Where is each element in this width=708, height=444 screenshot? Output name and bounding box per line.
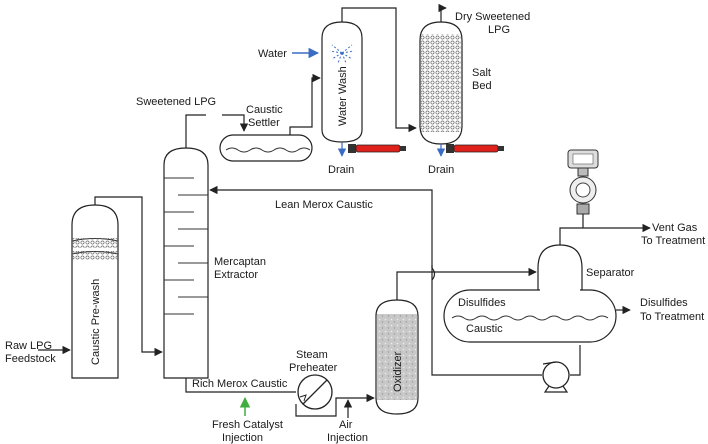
caustic-label: Caustic xyxy=(466,323,503,335)
oxidizer-vessel xyxy=(375,299,419,415)
raw-lpg-label-2: Feedstock xyxy=(5,353,56,365)
steam-preheater-label-2: Preheater xyxy=(289,362,338,374)
separator-label: Separator xyxy=(586,267,635,279)
disulfides-out-label-2: To Treatment xyxy=(640,311,704,323)
salt-bed-label-1: Salt xyxy=(472,67,491,79)
vent-gas-label-1: Vent Gas xyxy=(652,222,698,234)
dry-sweetened-lpg-label-2: LPG xyxy=(488,24,510,36)
air-injection-label-2: Injection xyxy=(327,432,368,444)
raw-lpg-label-1: Raw LPG xyxy=(5,340,52,352)
drain-label-1: Drain xyxy=(328,164,354,176)
spray-nozzle-icon xyxy=(329,44,355,64)
air-injection-label-1: Air xyxy=(339,419,353,431)
pump-icon xyxy=(542,361,570,393)
steam-preheater-label-1: Steam xyxy=(296,349,328,361)
water-label: Water xyxy=(258,48,287,60)
oxidizer-label: Oxidizer xyxy=(392,351,404,392)
fresh-catalyst-label-2: Injection xyxy=(222,432,263,444)
heat-exchanger-icon xyxy=(297,374,333,410)
mercaptan-extractor-column xyxy=(163,147,209,379)
piping xyxy=(38,3,651,418)
sweetened-lpg-label: Sweetened LPG xyxy=(136,96,216,108)
salt-bed-vessel xyxy=(419,21,463,145)
caustic-settler-label-1: Caustic xyxy=(246,104,283,116)
disulfides-out-label-1: Disulfides xyxy=(640,297,688,309)
caustic-prewash-label: Caustic Pre-wash xyxy=(90,279,102,365)
analyzer-probe-icon xyxy=(446,144,504,153)
transmitter-icon xyxy=(567,149,599,215)
analyzer-probe-icon xyxy=(348,144,406,153)
dry-sweetened-lpg-label-1: Dry Sweetened xyxy=(455,11,530,23)
water-wash-label: Water Wash xyxy=(337,66,349,126)
caustic-settler-label-2: Settler xyxy=(248,117,280,129)
fresh-catalyst-label-1: Fresh Catalyst xyxy=(212,419,283,431)
mercaptan-extractor-label-2: Extractor xyxy=(214,269,258,281)
separator-vessel xyxy=(443,244,617,343)
rich-merox-caustic-label: Rich Merox Caustic xyxy=(192,378,288,390)
drain-label-2: Drain xyxy=(428,164,454,176)
caustic-prewash-vessel xyxy=(71,204,119,379)
vent-gas-label-2: To Treatment xyxy=(641,235,705,247)
disulfides-label: Disulfides xyxy=(458,297,506,309)
lean-merox-caustic-label: Lean Merox Caustic xyxy=(275,199,373,211)
mercaptan-extractor-label-1: Mercaptan xyxy=(214,256,266,268)
caustic-settler-vessel xyxy=(219,134,313,162)
salt-bed-label-2: Bed xyxy=(472,80,492,92)
water-wash-vessel xyxy=(321,21,363,143)
